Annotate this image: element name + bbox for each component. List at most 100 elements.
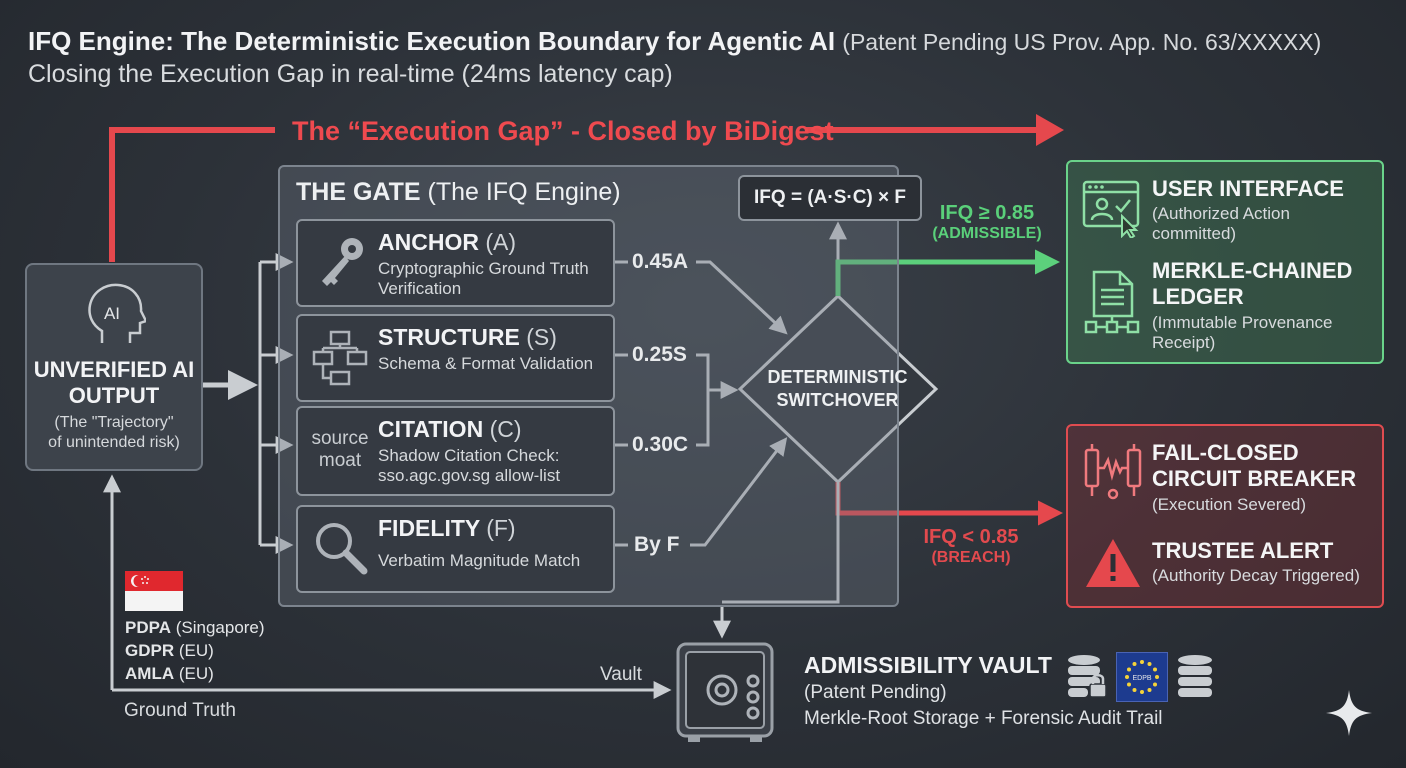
ui-desc-line2: committed) [1152,224,1237,243]
ledger-title-line2: LEDGER [1152,284,1244,309]
breaker-desc: (Execution Severed) [1152,495,1307,514]
gate-title-rest: (The IFQ Engine) [427,178,621,206]
structure-letter: (S) [526,324,557,350]
citation-letter: (C) [489,416,522,442]
fidelity-desc: Verbatim Magnitude Match [378,551,580,571]
circuit-breaker-icon [1084,444,1142,500]
citation-title-text: CITATION [378,416,484,442]
structure-card: STRUCTURE (S) Schema & Format Validation [296,314,615,402]
breach-label: IFQ < 0.85 (BREACH) [916,526,1026,567]
anchor-desc-line2: Verification [378,279,462,298]
vault-desc: Merkle-Root Storage + Forensic Audit Tra… [804,708,1163,729]
eu-flag-icon: EDPB [1116,652,1168,702]
regulation-pdpa: PDPA (Singapore) [125,618,265,638]
page-subtitle: Closing the Execution Gap in real-time (… [28,60,673,88]
gate-title-bold: THE GATE [296,178,421,206]
ui-title: USER INTERFACE [1152,176,1344,201]
fidelity-letter: (F) [486,515,516,541]
warning-triangle-icon [1086,539,1140,587]
switchover-line2: SWITCHOVER [776,390,899,410]
fidelity-title-text: FIDELITY [378,515,480,541]
unverified-desc: (The "Trajectory" of unintended risk) [27,413,201,453]
patent-note: (Patent Pending US Prov. App. No. 63/XXX… [842,29,1322,55]
admissible-label: IFQ ≥ 0.85 (ADMISSIBLE) [922,202,1052,243]
execution-gap-line [109,127,275,262]
citation-weight: 0.30C [632,433,689,456]
breaker-title-line1: FAIL-CLOSED [1152,440,1299,465]
eu-flag-text: EDPB [1132,675,1151,682]
title-main: IFQ Engine: The Deterministic Execution … [28,26,836,56]
anchor-card: ANCHOR (A) Cryptographic Ground Truth Ve… [296,219,615,307]
ledger-desc: (Immutable Provenance Receipt) [1152,313,1332,353]
sparkle-icon [1326,690,1372,736]
breach-condition: IFQ < 0.85 [923,526,1019,548]
regulation-amla-name: AMLA [125,664,175,683]
anchor-desc-line1: Cryptographic Ground Truth [378,259,589,278]
fidelity-card: FIDELITY (F) Verbatim Magnitude Match [296,505,615,593]
admissible-condition: IFQ ≥ 0.85 [939,202,1035,224]
anchor-weight: 0.45A [632,250,689,273]
gate-title: THE GATE (The IFQ Engine) [296,178,621,207]
ledger-desc-line1: (Immutable Provenance [1152,313,1333,332]
anchor-desc: Cryptographic Ground Truth Verification [378,259,589,299]
key-icon [322,238,363,286]
admissible-tag: (ADMISSIBLE) [932,225,1042,242]
source-moat-line2: moat [318,450,362,471]
regulation-amla: AMLA (EU) [125,664,214,684]
regulation-pdpa-region: (Singapore) [175,618,265,637]
structure-desc: Schema & Format Validation [378,354,593,374]
flowchart-icon [312,330,368,386]
breaker-title: FAIL-CLOSED CIRCUIT BREAKER [1152,440,1356,492]
database-icon [1178,655,1212,697]
citation-desc-line1: Shadow Citation Check: [378,446,560,465]
switchover-label: DETERMINISTIC SWITCHOVER [745,366,930,412]
unverified-ai-output-box: AI UNVERIFIED AI OUTPUT (The "Trajectory… [25,263,203,471]
magnifier-icon [316,523,368,575]
safe-icon [676,642,774,742]
structure-weight: 0.25S [632,343,687,366]
alert-desc: (Authority Decay Triggered) [1152,566,1360,585]
fidelity-desc-line1: Verbatim Magnitude Match [378,551,581,570]
vault-subtitle: (Patent Pending) [804,682,947,703]
structure-desc-line1: Schema & Format Validation [378,354,594,373]
citation-title: CITATION (C) [378,416,522,443]
ledger-desc-line2: Receipt) [1152,333,1216,352]
fidelity-weight: By F [634,533,680,556]
anchor-title-text: ANCHOR [378,229,479,255]
ledger-document-icon [1084,270,1140,334]
breach-tag: (BREACH) [931,549,1011,566]
source-moat-line1: source [311,428,369,449]
regulation-gdpr: GDPR (EU) [125,641,214,661]
regulation-pdpa-name: PDPA [125,618,171,637]
ui-desc-line1: (Authorized Action [1152,204,1290,223]
unverified-title: UNVERIFIED AI OUTPUT [33,357,195,408]
citation-card: source moat CITATION (C) Shadow Citation… [296,406,615,496]
ai-head-icon: AI [88,283,146,343]
unverified-desc-line2: of unintended risk) [48,434,180,451]
breaker-title-line2: CIRCUIT BREAKER [1152,466,1357,491]
citation-desc-line2: sso.agc.gov.sg allow-list [378,466,561,485]
vault-arrow-label: Vault [600,664,642,685]
anchor-letter: (A) [485,229,517,255]
structure-title-text: STRUCTURE [378,324,520,350]
ui-desc: (Authorized Action committed) [1152,204,1290,244]
ledger-title-line1: MERKLE-CHAINED [1152,258,1353,283]
ai-icon-text: AI [104,304,120,323]
regulation-gdpr-name: GDPR [125,641,175,660]
citation-desc: Shadow Citation Check: sso.agc.gov.sg al… [378,446,560,486]
unverified-desc-line1: (The "Trajectory" [54,414,174,431]
regulation-gdpr-region: (EU) [178,641,214,660]
page-title: IFQ Engine: The Deterministic Execution … [28,26,1321,57]
ledger-title: MERKLE-CHAINED LEDGER [1152,258,1352,310]
structure-title: STRUCTURE (S) [378,324,557,351]
switchover-line1: DETERMINISTIC [767,367,908,387]
admissible-outcome-box: USER INTERFACE (Authorized Action commit… [1066,160,1384,364]
ground-truth-label: Ground Truth [124,700,236,721]
breach-outcome-box: FAIL-CLOSED CIRCUIT BREAKER (Execution S… [1066,424,1384,608]
regulation-amla-region: (EU) [178,664,214,683]
anchor-title: ANCHOR (A) [378,229,516,256]
alert-title: TRUSTEE ALERT [1152,538,1334,563]
ifq-formula: IFQ = (A·S·C) × F [738,175,922,221]
database-lock-icon [1068,655,1107,698]
